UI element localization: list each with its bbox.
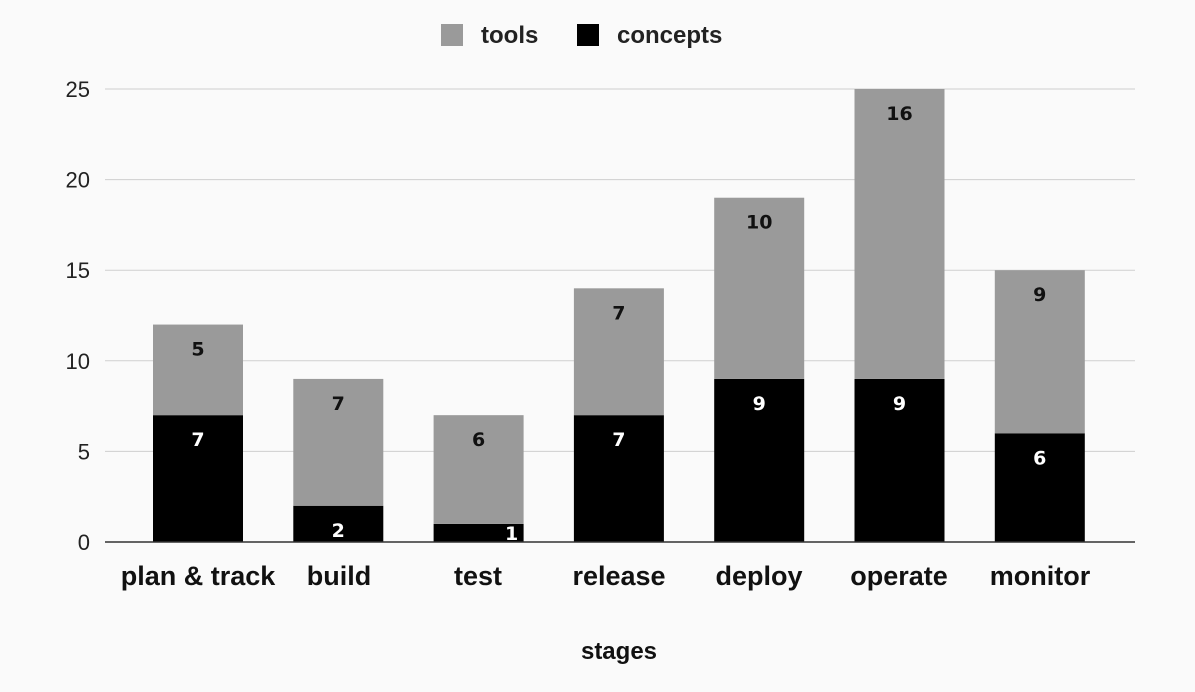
bar-tools	[854, 89, 945, 379]
data-label-tools: 6	[472, 429, 485, 451]
bar-tools	[293, 378, 384, 506]
x-axis-ticks: plan & track build test release deploy operat…	[121, 561, 1091, 591]
data-label-tools: 16	[886, 103, 912, 125]
data-label-concepts: 7	[612, 429, 625, 451]
bar-concepts	[573, 415, 664, 542]
legend-swatch-tools	[441, 24, 463, 46]
legend-swatch-concepts	[577, 24, 599, 46]
data-label-tools: 7	[612, 302, 625, 324]
y-tick-label: 0	[78, 530, 90, 555]
x-axis-title: stages	[581, 638, 657, 665]
y-tick-label: 5	[78, 439, 90, 464]
data-label-tools: 9	[1033, 284, 1046, 306]
y-tick-label: 15	[66, 258, 90, 283]
bar-concepts	[714, 378, 805, 542]
y-tick-label: 20	[66, 168, 90, 193]
y-axis-ticks: 0 5 10 15 20 25	[66, 77, 90, 555]
x-category-label: deploy	[715, 561, 802, 591]
bar-tools	[994, 270, 1085, 434]
x-category-label: monitor	[990, 561, 1091, 591]
x-category-label: build	[307, 561, 371, 591]
data-label-concepts: 6	[1033, 447, 1046, 469]
data-label-concepts: 1	[505, 523, 518, 545]
x-category-label: release	[572, 561, 665, 591]
bar-tools	[573, 288, 664, 416]
y-tick-label: 25	[66, 77, 90, 102]
y-tick-label: 10	[66, 349, 90, 374]
data-label-concepts: 2	[332, 520, 345, 542]
legend-label-tools: tools	[481, 22, 538, 49]
bar-concepts	[854, 378, 945, 542]
bar-concepts	[433, 523, 524, 542]
bar-concepts	[153, 415, 243, 542]
data-label-concepts: 9	[753, 393, 766, 415]
x-category-label: plan & track	[121, 561, 277, 591]
data-label-tools: 10	[746, 212, 772, 234]
legend: tools concepts	[441, 22, 722, 49]
x-category-label: operate	[850, 561, 948, 591]
bar-tools	[153, 324, 243, 416]
bar-concepts	[293, 505, 384, 542]
legend-label-concepts: concepts	[617, 22, 722, 49]
bar-tools	[433, 415, 524, 524]
data-label-tools: 5	[191, 339, 204, 361]
data-label-concepts: 7	[191, 429, 204, 451]
data-label-concepts: 9	[893, 393, 906, 415]
bar-tools	[714, 197, 805, 379]
x-category-label: test	[454, 561, 502, 591]
bar-concepts	[994, 433, 1085, 542]
data-label-tools: 7	[332, 393, 345, 415]
